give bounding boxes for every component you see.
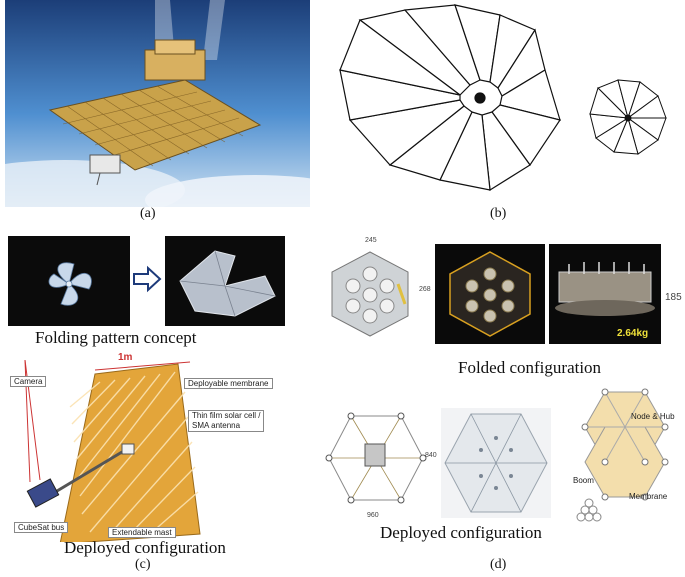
callout-extendable-mast: Extendable mast xyxy=(108,527,176,538)
panel-d-label: (d) xyxy=(490,557,507,572)
deployed-caption-c: Deployed configuration xyxy=(64,538,226,557)
dim-width-245: 245 xyxy=(365,237,377,244)
deployed-frame-drawing xyxy=(323,408,428,508)
dim-stack-185: 185 xyxy=(665,292,682,303)
callout-thin-film-line2: SMA antenna xyxy=(192,421,241,430)
large-unfolded-pattern xyxy=(339,4,561,192)
deployed-caption-d: Deployed configuration xyxy=(380,523,542,542)
callout-deployable-membrane: Deployable membrane xyxy=(184,378,273,389)
unfolded-sheet-icon xyxy=(179,250,276,317)
panel-a-label: (a) xyxy=(140,206,156,221)
folding-concept-caption: Folding pattern concept xyxy=(35,328,197,347)
dim-height-268: 268 xyxy=(419,286,431,293)
dim-deployed-w-960: 960 xyxy=(367,512,379,519)
label-node-hub: Node & Hub xyxy=(631,412,675,421)
panel-d: 245 268 2.64kg 185 Folded configuration xyxy=(315,230,685,577)
callout-thin-film-line1: Thin film solar cell / xyxy=(192,411,261,420)
callout-cubesat-bus: CubeSat bus xyxy=(14,522,69,533)
unfolded-photo xyxy=(165,236,285,326)
folded-caption: Folded configuration xyxy=(458,358,602,377)
small-folded-pattern xyxy=(589,79,667,155)
mass-label: 2.64kg xyxy=(617,328,649,339)
folded-side-photo: 2.64kg xyxy=(549,244,661,344)
panel-b-label: (b) xyxy=(490,206,507,221)
label-membrane: Membrane xyxy=(629,492,668,501)
panel-c: Folding pattern concept 1m Camera Deploy… xyxy=(0,230,310,577)
folded-photo-dark xyxy=(435,244,545,344)
dim-deployed-h-840: 840 xyxy=(425,452,437,459)
width-dimension-line xyxy=(94,361,191,371)
panel-b: (b) xyxy=(320,0,685,225)
callout-thin-film: Thin film solar cell / SMA antenna xyxy=(188,410,265,432)
satellite-illustration-svg xyxy=(5,0,310,207)
folded-photo xyxy=(8,236,130,326)
schematic-hex xyxy=(565,380,685,530)
panel-c-label: (c) xyxy=(135,557,151,572)
satellite-illustration xyxy=(5,0,310,207)
folded-sheet-icon xyxy=(48,262,92,306)
deployed-membrane-drawing xyxy=(24,359,201,542)
size-label-1m: 1m xyxy=(118,352,133,363)
folded-top-view xyxy=(323,244,418,344)
callout-camera: Camera xyxy=(10,376,47,387)
panel-a: (a) xyxy=(5,0,310,222)
arrow-right-icon xyxy=(132,264,162,298)
deployed-membrane-photo xyxy=(441,408,551,518)
origami-fold-drawing xyxy=(339,4,667,192)
label-boom: Boom xyxy=(573,476,594,485)
